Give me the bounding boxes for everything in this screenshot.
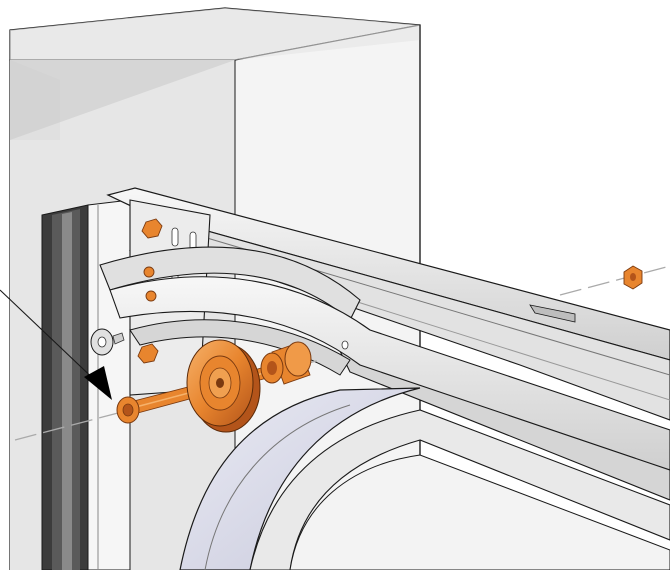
door-frame-profile — [41, 199, 131, 570]
washer — [90, 328, 125, 356]
nut — [116, 396, 140, 424]
roller-wheel — [186, 339, 261, 433]
spacer-bushing — [260, 341, 312, 385]
far-nut — [623, 265, 643, 290]
bracket-bolts — [137, 218, 163, 364]
curved-track — [99, 246, 670, 570]
pointer-arrow — [0, 289, 112, 400]
